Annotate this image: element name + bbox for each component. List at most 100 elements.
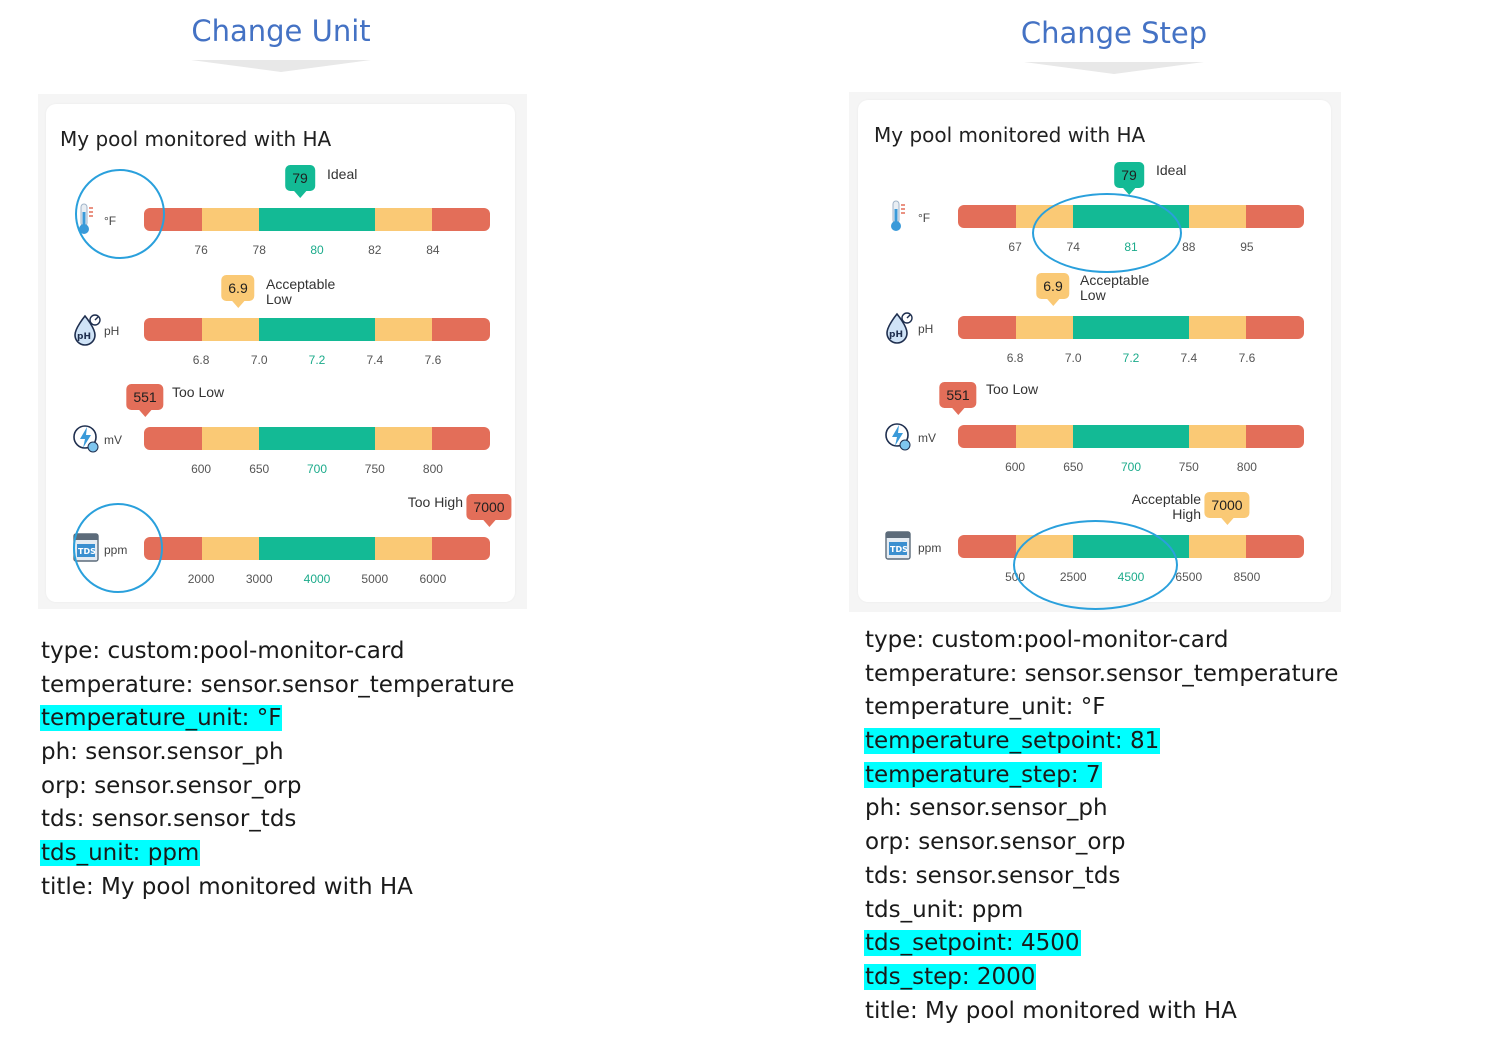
highlight-ring xyxy=(73,503,163,593)
config-text: ph: sensor.sensor_ph xyxy=(865,795,1108,822)
state-line: Ideal xyxy=(1156,162,1187,178)
tick-label: 82 xyxy=(368,243,382,257)
yaml-line: type: custom:pool-monitor-card xyxy=(864,624,1339,658)
ph-drop-icon: pH xyxy=(72,312,102,346)
left-heading-arrow xyxy=(191,60,371,72)
ph-drop-icon: pH xyxy=(884,310,914,344)
gauge-segment-yellow xyxy=(374,427,433,450)
gauge-segment-yellow xyxy=(1188,316,1247,339)
config-text: orp: sensor.sensor_orp xyxy=(41,772,302,799)
gauge-segment-red xyxy=(144,427,202,450)
yaml-line: tds_unit: ppm xyxy=(864,894,1339,928)
gauge-segment-red xyxy=(432,208,490,231)
state-line: Low xyxy=(1080,287,1106,303)
highlighted-config-text: tds_step: 2000 xyxy=(864,963,1037,990)
tick-label: 3000 xyxy=(245,572,273,586)
tds-meter-icon: TDS xyxy=(884,529,914,563)
highlighted-config-text: temperature_unit: °F xyxy=(40,705,283,732)
state-line: Acceptable xyxy=(1080,272,1150,288)
tick-label: 7.0 xyxy=(250,353,268,367)
gauge-segment-green xyxy=(259,537,375,560)
yaml-line: orp: sensor.sensor_orp xyxy=(864,826,1339,860)
tick-label: 67 xyxy=(1008,240,1022,254)
yaml-line: ph: sensor.sensor_ph xyxy=(40,736,515,770)
gauge-segment-green xyxy=(259,208,375,231)
tick-label: 600 xyxy=(1005,460,1026,474)
ph-value-badge: 6.9 xyxy=(1036,273,1070,306)
state-line: Ideal xyxy=(327,166,358,182)
config-text: orp: sensor.sensor_orp xyxy=(865,829,1126,856)
yaml-line: tds_step: 2000 xyxy=(864,961,1339,995)
temperature-state-label: Ideal xyxy=(327,167,357,182)
gauge-segment-red xyxy=(1246,316,1304,339)
config-text: title: My pool monitored with HA xyxy=(865,997,1237,1024)
state-line: Low xyxy=(266,291,292,307)
gauge-segment-yellow xyxy=(374,318,433,341)
tick-label: 2000 xyxy=(187,572,215,586)
orp-unit-label: mV xyxy=(104,433,122,447)
orp-bolt-icon xyxy=(72,421,102,455)
tick-label: 700 xyxy=(1120,460,1142,474)
state-line: Too Low xyxy=(172,384,225,400)
right-heading-arrow xyxy=(1024,62,1204,74)
yaml-line: temperature: sensor.sensor_temperature xyxy=(864,658,1339,692)
orp-bolt-icon xyxy=(884,419,914,453)
ph-unit-label: pH xyxy=(918,322,934,336)
config-text: temperature: sensor.sensor_temperature xyxy=(41,671,515,698)
tick-label: 6500 xyxy=(1175,570,1203,584)
state-line: Acceptable xyxy=(1131,491,1201,507)
tick-label: 7.6 xyxy=(1238,351,1256,365)
tick-label: 700 xyxy=(306,462,328,476)
ph-row-gauge-bar xyxy=(144,318,490,341)
highlight-ring xyxy=(75,169,165,259)
tick-label: 7.6 xyxy=(424,353,442,367)
tick-label: 6000 xyxy=(419,572,447,586)
yaml-line: tds: sensor.sensor_tds xyxy=(864,860,1339,894)
right-pool-monitor-card xyxy=(858,100,1331,602)
orp-row-gauge-bar xyxy=(958,425,1304,448)
tick-label: 7.2 xyxy=(1122,351,1140,365)
tds-state-label: Too High xyxy=(408,495,463,510)
tds-value-badge: 7000 xyxy=(466,494,512,527)
yaml-line: orp: sensor.sensor_orp xyxy=(40,770,515,804)
card-title: My pool monitored with HA xyxy=(874,123,1146,147)
tick-label: 88 xyxy=(1182,240,1196,254)
gauge-segment-yellow xyxy=(374,208,433,231)
gauge-segment-red xyxy=(432,537,490,560)
tick-label: 4000 xyxy=(303,572,331,586)
card-title: My pool monitored with HA xyxy=(60,127,332,151)
orp-state-label: Too Low xyxy=(986,382,1038,397)
tick-label: 650 xyxy=(1063,460,1084,474)
yaml-line: tds_unit: ppm xyxy=(40,837,515,871)
gauge-segment-yellow xyxy=(201,427,260,450)
yaml-line: tds_setpoint: 4500 xyxy=(864,927,1339,961)
tick-label: 600 xyxy=(191,462,212,476)
svg-text:pH: pH xyxy=(889,330,903,340)
yaml-line: temperature_unit: °F xyxy=(40,702,515,736)
tick-label: 650 xyxy=(249,462,270,476)
config-text: title: My pool monitored with HA xyxy=(41,873,413,900)
tick-label: 7.4 xyxy=(366,353,384,367)
gauge-segment-red xyxy=(1246,535,1304,558)
orp-state-label: Too Low xyxy=(172,385,224,400)
temperature-value-badge: 79 xyxy=(1114,162,1144,195)
config-text: type: custom:pool-monitor-card xyxy=(865,627,1229,653)
orp-value-badge: 551 xyxy=(939,382,977,415)
highlight-ring xyxy=(1013,520,1178,610)
state-line: Too Low xyxy=(986,381,1039,397)
tick-label: 7.4 xyxy=(1180,351,1198,365)
state-line: High xyxy=(1172,506,1201,522)
config-text: tds_unit: ppm xyxy=(865,896,1024,923)
gauge-segment-red xyxy=(1246,205,1304,228)
tds-value-badge: 7000 xyxy=(1204,492,1250,525)
gauge-segment-yellow xyxy=(1188,425,1247,448)
temperature-unit-label: °F xyxy=(918,211,931,225)
svg-text:TDS: TDS xyxy=(890,545,908,554)
ph-value-badge: 6.9 xyxy=(221,275,255,308)
tds-row-gauge-bar xyxy=(144,537,490,560)
yaml-line: title: My pool monitored with HA xyxy=(864,995,1339,1029)
gauge-segment-green xyxy=(1073,425,1189,448)
